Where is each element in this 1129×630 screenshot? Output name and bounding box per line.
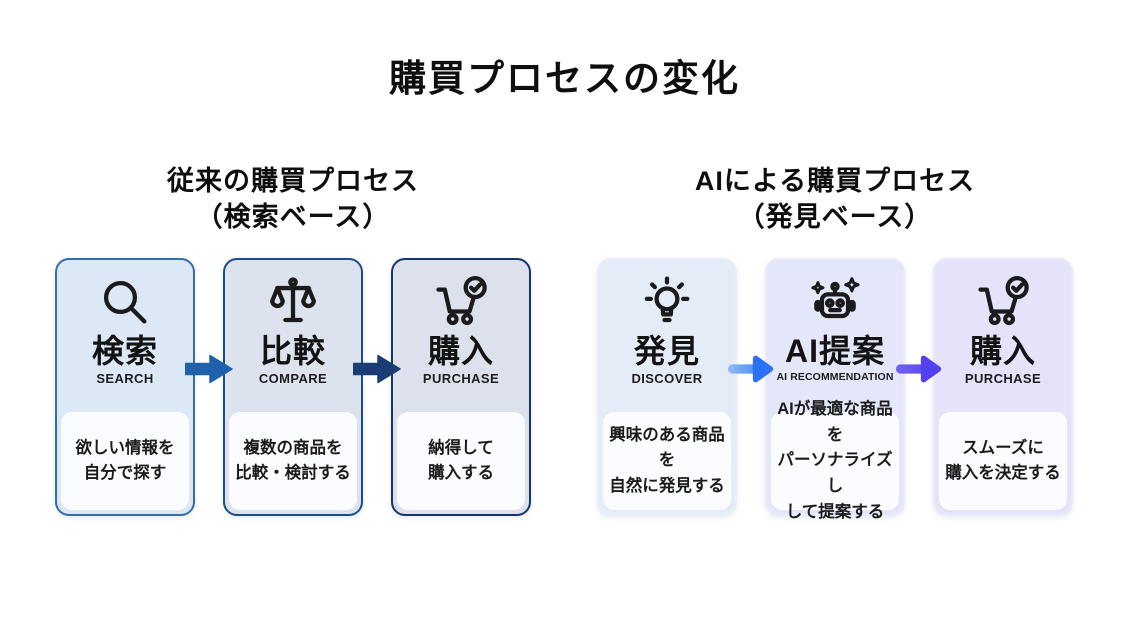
arrow-ai-to-purchase-icon — [895, 349, 943, 389]
page-title: 購買プロセスの変化 — [389, 58, 740, 99]
section-traditional-heading: 従来の購買プロセス （検索ベース） — [55, 164, 531, 235]
card-discover-top: 発見 DISCOVER — [599, 260, 735, 415]
card-search-top: 検索 SEARCH — [57, 260, 193, 415]
desc-line-3: して提案する — [785, 502, 885, 521]
card-compare-top: 比較 COMPARE — [225, 260, 361, 415]
desc-line-2: 自然に発見する — [609, 477, 725, 496]
section-traditional: 従来の購買プロセス （検索ベース） 検索 SEARCH — [55, 164, 531, 517]
card-description: 複数の商品を 比較・検討する — [229, 412, 357, 511]
search-icon — [98, 275, 152, 329]
card-title: 検索 — [91, 333, 158, 370]
desc-line-1: スムーズに — [962, 438, 1044, 457]
card-subtitle: PURCHASE — [964, 371, 1042, 387]
card-search: 検索 SEARCH 欲しい情報を 自分で探す — [55, 258, 195, 517]
traditional-cards-row: 検索 SEARCH 欲しい情報を 自分で探す — [55, 258, 531, 517]
lightbulb-icon — [640, 275, 694, 329]
heading-line-2: （検索ベース） — [195, 201, 391, 232]
desc-line-1: AIが最適な商品を — [777, 400, 893, 444]
scale-icon — [266, 275, 320, 329]
desc-line-1: 複数の商品を — [243, 438, 343, 457]
cart-check-icon — [434, 275, 488, 329]
card-purchase-ai-top: 購入 PURCHASE — [935, 260, 1071, 415]
cart-check-icon — [976, 275, 1030, 329]
card-ai-recommendation: AI提案 AI RECOMMENDATION AIが最適な商品を パーソナライズ… — [765, 258, 905, 521]
card-description: 納得して 購入する — [397, 412, 525, 511]
card-subtitle: COMPARE — [258, 371, 328, 387]
robot-sparkle-icon — [808, 275, 862, 329]
card-subtitle: PURCHASE — [422, 371, 500, 387]
card-purchase-top: 購入 PURCHASE — [393, 260, 529, 415]
card-purchase-traditional: 購入 PURCHASE 納得して 購入する — [391, 258, 531, 517]
card-purchase-ai: 購入 PURCHASE スムーズに 購入を決定する — [933, 258, 1073, 517]
desc-line-2: 比較・検討する — [235, 464, 351, 483]
section-ai: AIによる購買プロセス （発見ベース） — [597, 164, 1073, 521]
arrow-compare-to-purchase-icon — [353, 349, 401, 389]
heading-line-1: AIによる購買プロセス — [694, 166, 976, 196]
card-discover: 発見 DISCOVER 興味のある商品を 自然に発見する — [597, 258, 737, 517]
desc-line-1: 納得して — [428, 438, 494, 457]
card-title: 比較 — [259, 333, 326, 370]
card-description: スムーズに 購入を決定する — [939, 412, 1067, 511]
card-subtitle: AI RECOMMENDATION — [776, 371, 894, 384]
card-title: 購入 — [969, 333, 1036, 370]
desc-line-1: 欲しい情報を — [75, 438, 175, 457]
desc-line-2: 自分で探す — [83, 464, 167, 483]
card-title: 発見 — [633, 333, 700, 370]
desc-line-2: 購入する — [428, 464, 494, 483]
desc-line-2: パーソナライズし — [777, 451, 893, 496]
heading-line-2: （発見ベース） — [737, 201, 933, 232]
arrow-discover-to-ai-icon — [727, 349, 775, 389]
ai-cards-row: 発見 DISCOVER 興味のある商品を 自然に発見する — [597, 258, 1073, 521]
card-ai-top: AI提案 AI RECOMMENDATION — [767, 260, 903, 415]
card-description: 興味のある商品を 自然に発見する — [603, 412, 731, 511]
card-description: 欲しい情報を 自分で探す — [61, 412, 189, 511]
card-subtitle: DISCOVER — [631, 371, 703, 387]
heading-line-1: 従来の購買プロセス — [167, 166, 419, 196]
desc-line-1: 興味のある商品を — [609, 425, 725, 470]
section-ai-heading: AIによる購買プロセス （発見ベース） — [597, 164, 1073, 235]
card-compare: 比較 COMPARE 複数の商品を 比較・検討する — [223, 258, 363, 517]
card-subtitle: SEARCH — [96, 371, 154, 387]
desc-line-2: 購入を決定する — [945, 464, 1061, 483]
arrow-search-to-compare-icon — [185, 349, 233, 389]
card-title: AI提案 — [784, 333, 885, 370]
card-title: 購入 — [427, 333, 494, 370]
card-description: AIが最適な商品を パーソナライズし して提案する — [771, 400, 899, 521]
